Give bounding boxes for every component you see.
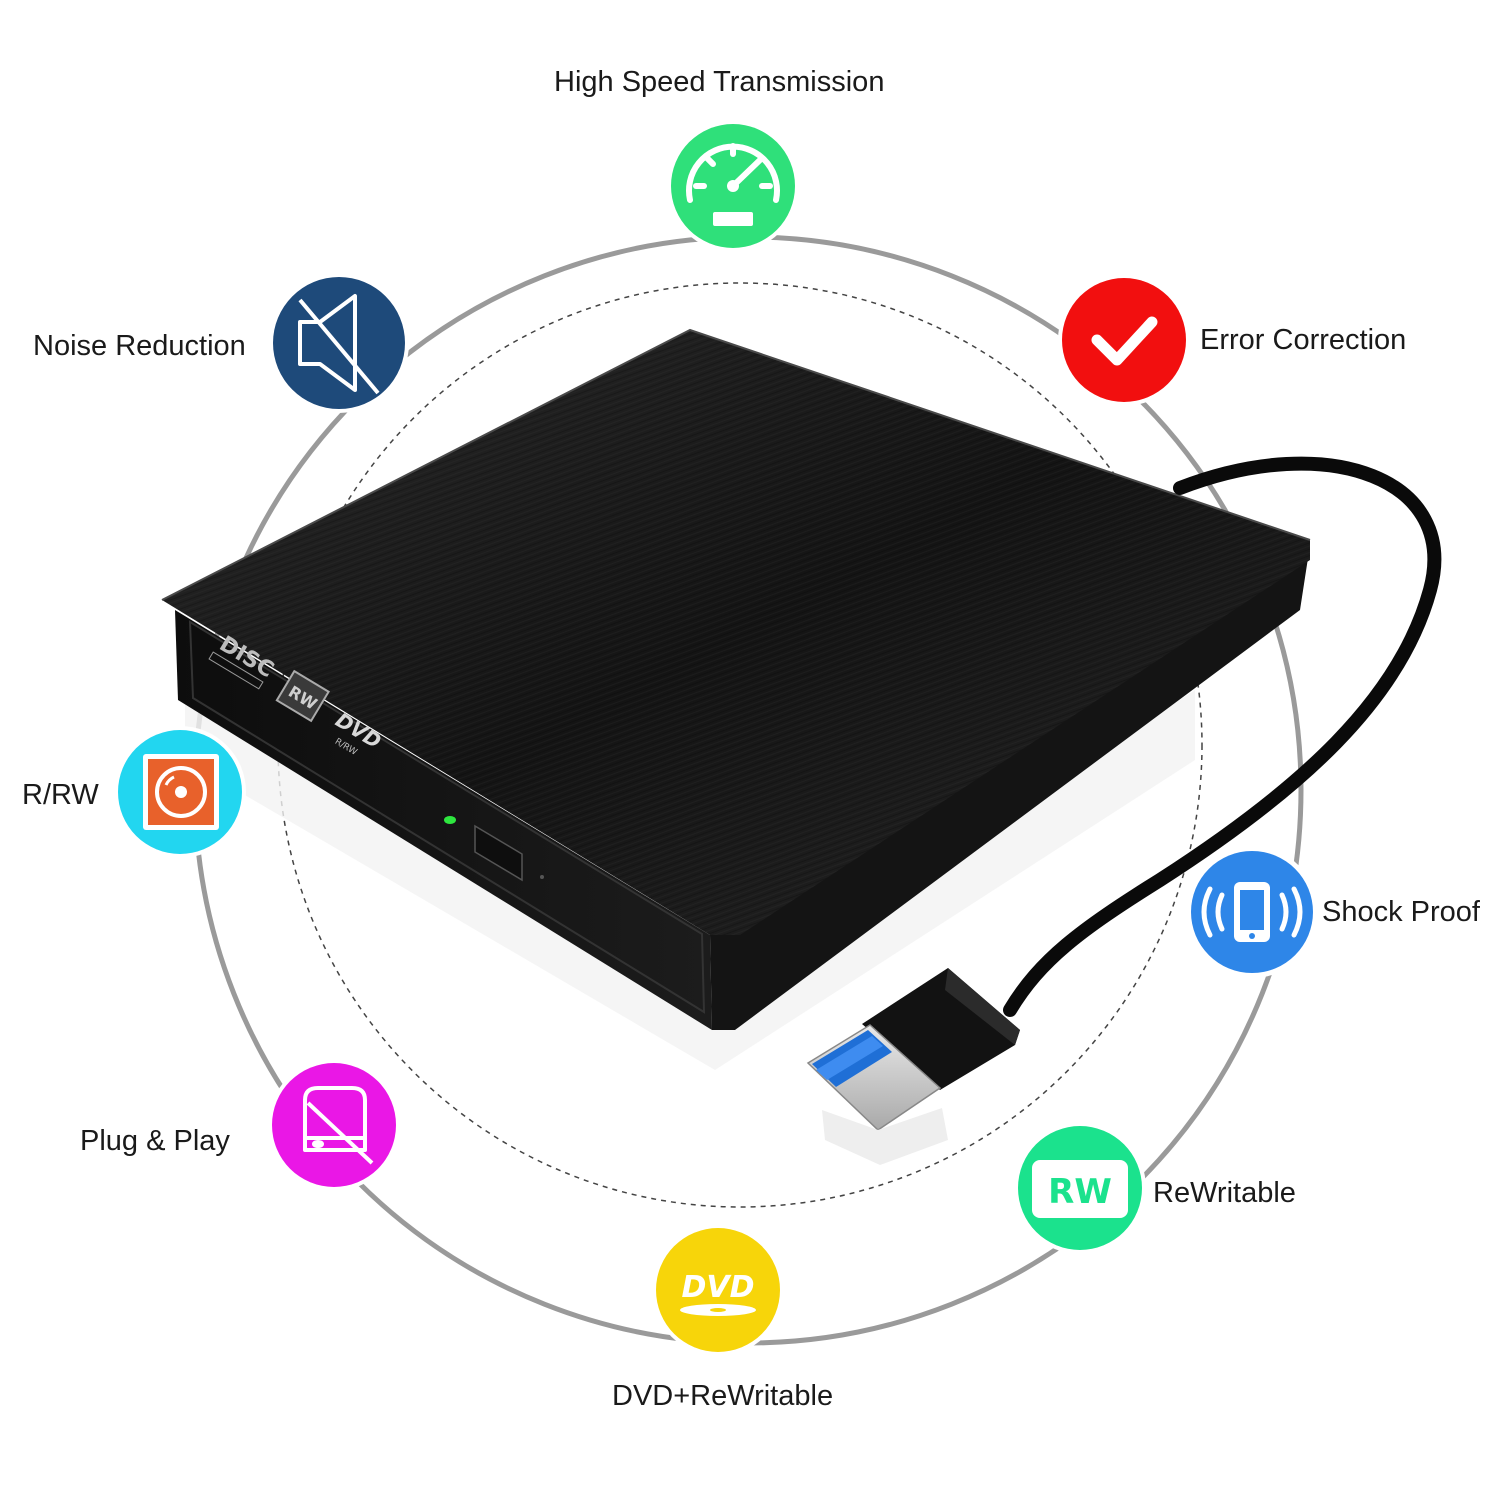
high-speed-feature bbox=[667, 120, 799, 252]
error-correction-feature bbox=[1058, 274, 1190, 406]
plug-play-feature bbox=[268, 1059, 400, 1191]
svg-text:DVD: DVD bbox=[681, 1270, 754, 1305]
rw-icon: RW bbox=[1032, 1160, 1128, 1218]
shock-proof-label: Shock Proof bbox=[1322, 896, 1480, 928]
high-speed-label: High Speed Transmission bbox=[554, 66, 885, 98]
eject-button bbox=[474, 824, 523, 882]
rrw-label: R/RW bbox=[22, 779, 99, 811]
speedometer-icon bbox=[686, 143, 780, 226]
rewritable-label: ReWritable bbox=[1153, 1177, 1296, 1209]
noise-reduction-feature bbox=[269, 273, 409, 413]
dvd-icon: DVD bbox=[680, 1270, 756, 1316]
muted-speaker-icon bbox=[298, 294, 380, 395]
dvd-rewritable-badge bbox=[656, 1228, 780, 1352]
error-correction-label: Error Correction bbox=[1200, 324, 1407, 356]
svg-text:RW: RW bbox=[1048, 1172, 1112, 1212]
drive-tray-icon bbox=[303, 1086, 374, 1165]
rewritable-feature: RW bbox=[1014, 1122, 1146, 1254]
vibrating-phone-icon bbox=[1201, 882, 1303, 942]
rw-logo: RW bbox=[275, 669, 330, 723]
dvd-rewritable-feature: DVD bbox=[652, 1224, 784, 1356]
checkmark-icon bbox=[1091, 316, 1158, 366]
usb-cable bbox=[1003, 456, 1442, 1017]
noise-reduction-label: Noise Reduction bbox=[33, 330, 246, 362]
rrw-feature bbox=[114, 726, 246, 858]
noise-reduction-badge bbox=[273, 277, 405, 409]
power-led bbox=[444, 816, 456, 824]
usb-plug bbox=[806, 968, 1020, 1165]
dvd-drive-product: DISC RW DVD R/RW bbox=[161, 328, 1442, 1165]
error-correction-badge bbox=[1062, 278, 1186, 402]
dvd-rewritable-label: DVD+ReWritable bbox=[612, 1380, 834, 1412]
drive-side-panel bbox=[710, 545, 1310, 1030]
plug-play-label: Plug & Play bbox=[80, 1125, 230, 1157]
disc-icon bbox=[143, 754, 219, 830]
shock-proof-feature bbox=[1186, 846, 1318, 978]
